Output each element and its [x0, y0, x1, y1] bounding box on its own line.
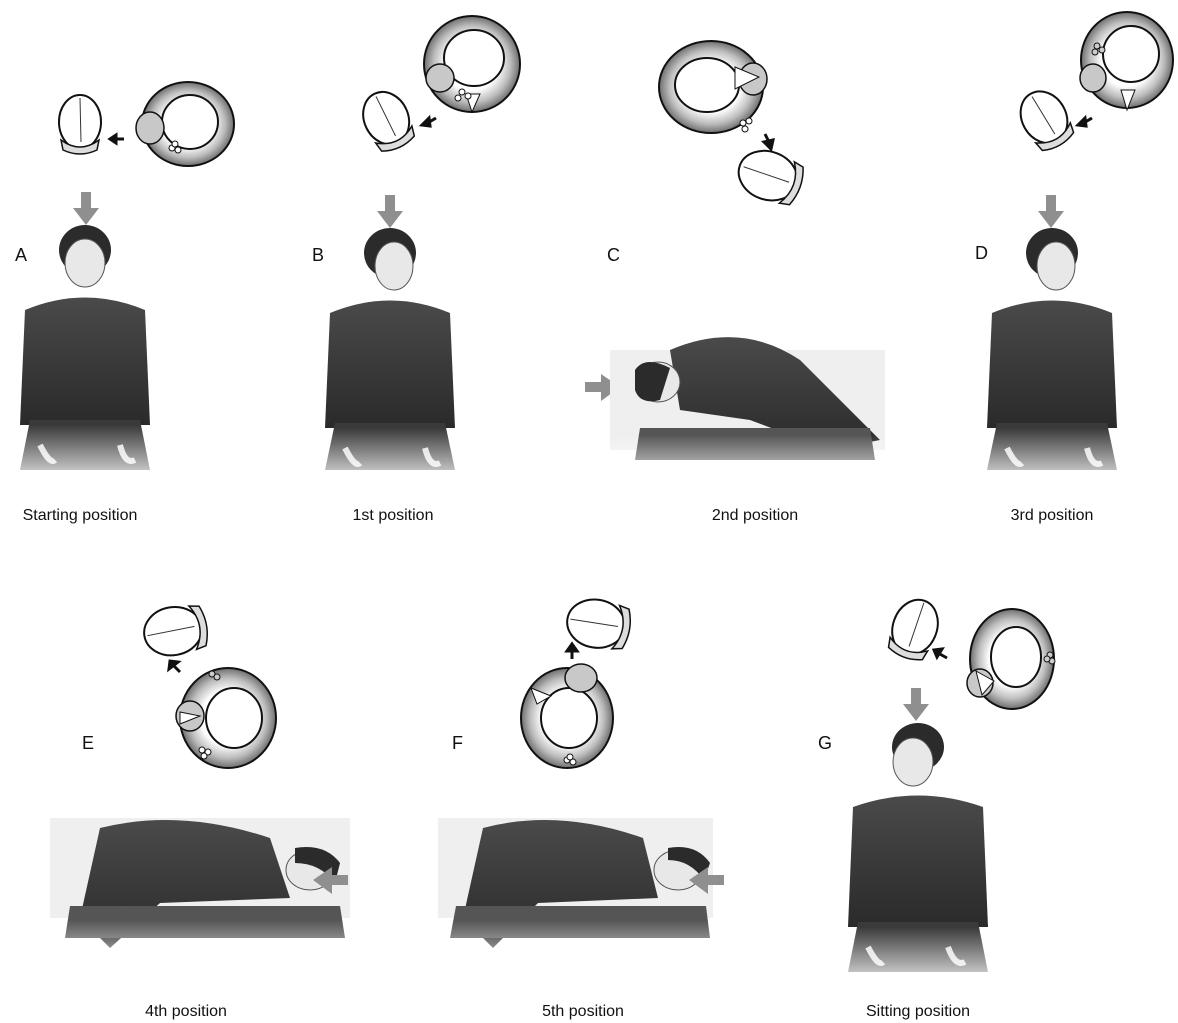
semicircular-canal-icon	[170, 662, 280, 772]
lying-person-figure	[600, 320, 892, 490]
panel-letter: C	[607, 245, 620, 266]
seated-person-figure	[843, 722, 993, 992]
semicircular-canal-icon	[958, 605, 1058, 715]
panel-caption: Starting position	[0, 507, 190, 525]
lying-person-figure	[40, 808, 355, 980]
semicircular-canal-icon	[418, 12, 526, 120]
panel-caption: 4th position	[76, 1003, 296, 1021]
seated-person-figure	[972, 228, 1137, 490]
panel-letter: G	[818, 733, 832, 754]
panel-caption: 5th position	[473, 1003, 693, 1021]
gray-arrow-icon	[688, 866, 724, 896]
black-arrow-icon	[108, 134, 124, 144]
panel-caption: 1st position	[283, 507, 503, 525]
panel-caption: 3rd position	[942, 507, 1162, 525]
gray-arrow-icon	[902, 688, 930, 722]
skull-top-view-icon	[1015, 85, 1075, 153]
panel-letter: F	[452, 733, 463, 754]
semicircular-canal-icon	[655, 37, 773, 137]
skull-top-view-icon	[140, 600, 208, 662]
gray-arrow-icon	[72, 192, 100, 226]
skull-top-view-icon	[55, 92, 105, 157]
semicircular-canal-icon	[1075, 8, 1175, 116]
gray-arrow-icon	[312, 866, 348, 896]
skull-top-view-icon	[730, 145, 808, 207]
skull-top-view-icon	[358, 88, 416, 153]
seated-person-figure	[0, 225, 175, 490]
gray-arrow-icon	[376, 195, 404, 229]
lying-person-figure	[428, 808, 718, 980]
panel-caption: 2nd position	[645, 507, 865, 525]
gray-arrow-icon	[1037, 195, 1065, 229]
panel-letter: E	[82, 733, 94, 754]
semicircular-canal-icon	[517, 660, 617, 772]
black-arrow-icon	[1076, 116, 1092, 128]
seated-person-figure	[310, 228, 475, 490]
black-arrow-icon	[933, 648, 947, 660]
black-arrow-icon	[566, 643, 578, 659]
semicircular-canal-icon	[128, 80, 236, 172]
panel-caption: Sitting position	[808, 1003, 1028, 1021]
